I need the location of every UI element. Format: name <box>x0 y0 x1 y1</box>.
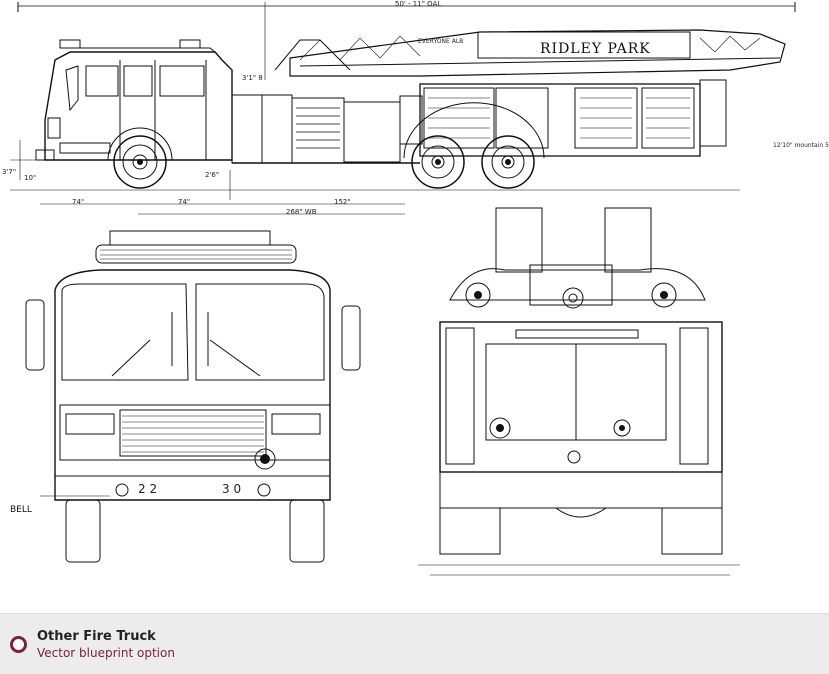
bell-label: BELL <box>10 505 32 515</box>
option-title: Other Fire Truck <box>37 628 156 644</box>
front-low-dim: 10" <box>24 174 37 182</box>
ladder-name-label: RIDLEY PARK <box>540 41 651 57</box>
radio-button-icon[interactable] <box>10 635 27 653</box>
fire-truck-blueprint: RIDLEY PARK 50' - 11" OAL EVERYONE ALB 3… <box>2 0 829 576</box>
fire-truck-option[interactable]: Other Fire Truck Vector blueprint option <box>0 613 829 674</box>
overall-length-dim: 50' - 11" OAL <box>395 0 442 8</box>
blueprint-drawing <box>10 2 796 576</box>
front-number-right: 3 0 <box>222 482 242 496</box>
bottom-dim-1: 74" <box>72 198 85 206</box>
bottom-dim-3: 152" <box>334 198 351 206</box>
option-subtitle: Vector blueprint option <box>37 645 175 660</box>
front-number-left: 2 2 <box>138 482 158 496</box>
mid-dim: 2'6" <box>205 171 220 179</box>
side-right-dim: 12'10" mountain 5 <box>773 142 829 149</box>
wheelbase-dim: 268" WB <box>286 208 317 216</box>
cab-height-dim: 3'1" 8 <box>242 74 263 82</box>
front-overhang-dim: 3'7" <box>2 168 17 176</box>
ladder-small-label: EVERYONE ALB <box>418 38 464 45</box>
option-text-group: Other Fire Truck Vector blueprint option <box>37 628 175 661</box>
bottom-dim-2: 74" <box>178 198 191 206</box>
